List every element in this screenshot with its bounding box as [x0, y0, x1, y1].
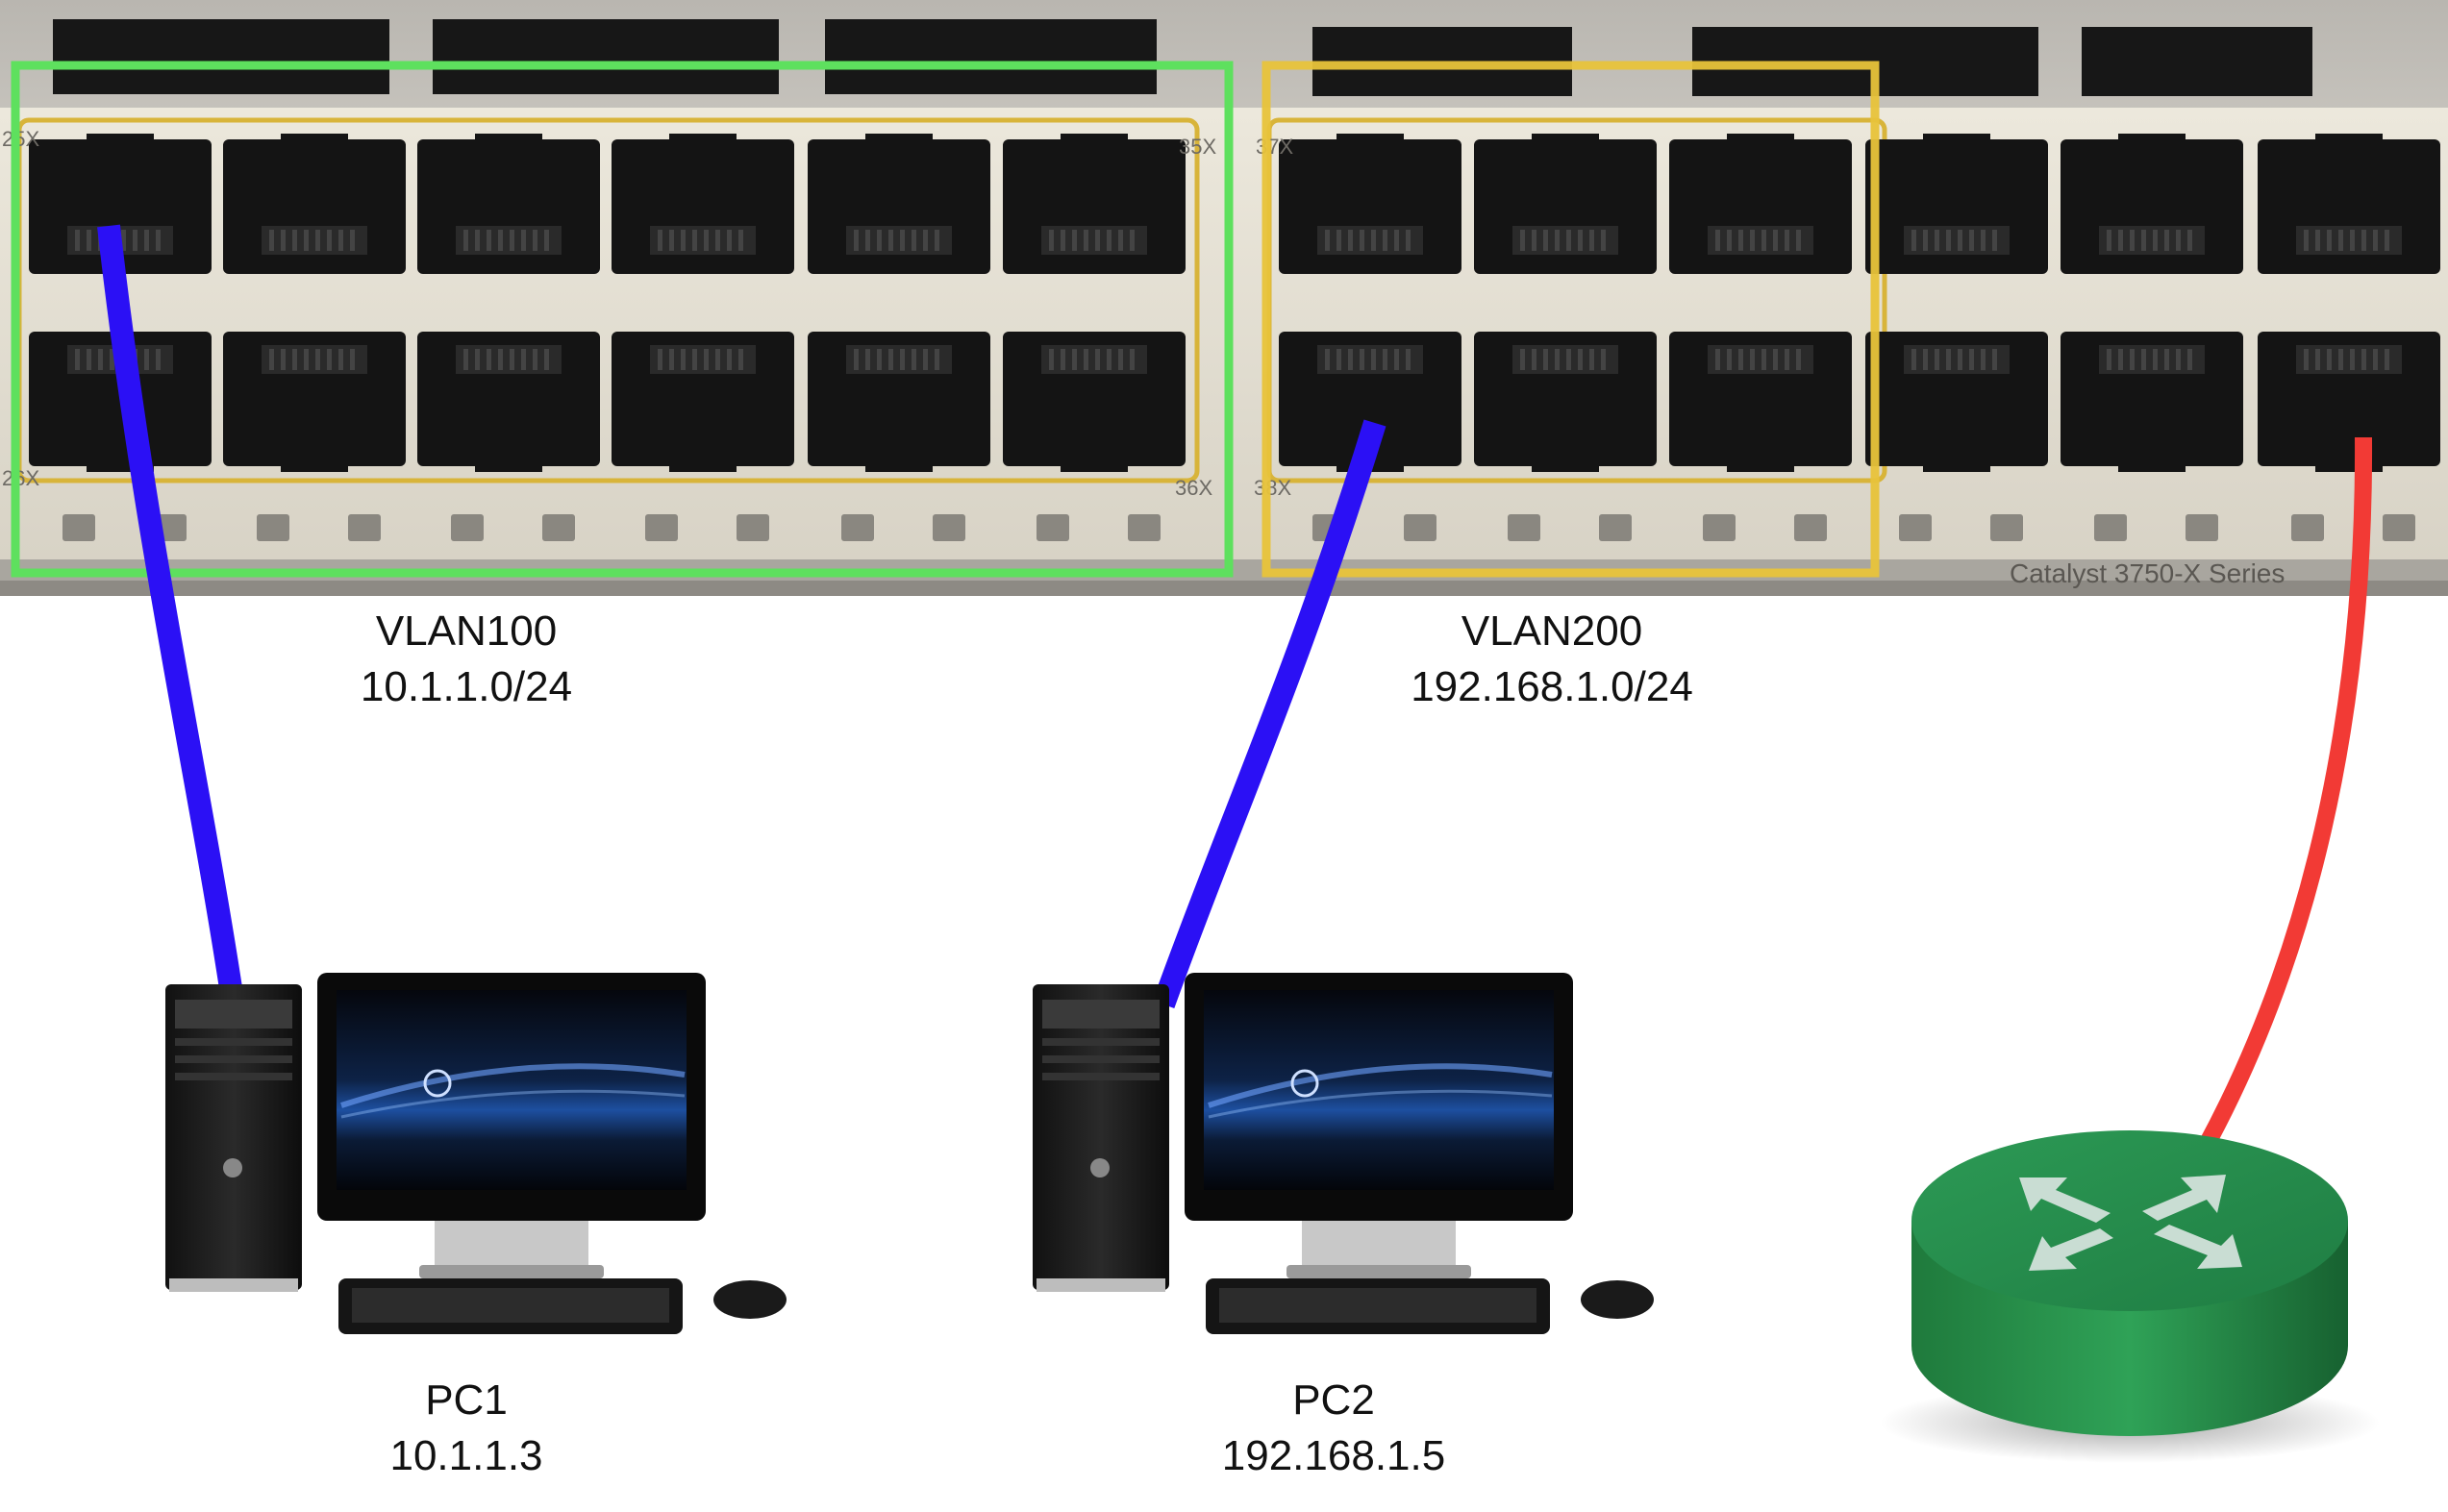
host-name: PC1: [425, 1376, 508, 1424]
ethernet-port: [1669, 134, 1852, 274]
switch-model-label: Catalyst 3750-X Series: [2010, 558, 2285, 588]
host-ip: 10.1.1.3: [389, 1432, 543, 1479]
pc2-access-cable: [1152, 419, 1386, 1009]
ethernet-port: [223, 332, 406, 472]
pc2-computer[interactable]: [1033, 973, 1654, 1334]
mouse-icon: [1581, 1280, 1654, 1319]
ethernet-port: [417, 332, 600, 472]
router-icon[interactable]: [1880, 1130, 2380, 1463]
router-trunk-cable: [2194, 436, 2373, 1158]
keyboard: [1206, 1278, 1550, 1334]
pc1-access-cable: [97, 224, 242, 990]
vlan200-highlight-box: [1261, 61, 1880, 578]
ethernet-port: [612, 332, 794, 472]
ethernet-port: [1003, 332, 1186, 472]
switch-ports: [29, 134, 2440, 472]
vlan-subnet: 192.168.1.0/24: [1411, 663, 1693, 710]
ethernet-port: [612, 134, 794, 274]
port-led: [1508, 514, 1540, 541]
host-name: PC2: [1292, 1376, 1375, 1424]
switch: 25X 35X 37X 26X 36X 38X Catalyst 3750-X …: [0, 0, 2448, 596]
hp-logo-icon: [1090, 1158, 1110, 1177]
ethernet-port: [1003, 134, 1186, 274]
port-tag: 26X: [2, 466, 39, 490]
port-tag: 37X: [1256, 135, 1293, 159]
host-ip: 192.168.1.5: [1221, 1432, 1446, 1479]
port-tag: 36X: [1175, 476, 1212, 500]
hp-logo-icon: [223, 1158, 242, 1177]
vlan-subnet: 10.1.1.0/24: [360, 663, 573, 710]
ethernet-port: [808, 332, 990, 472]
pc1-computer[interactable]: [165, 973, 787, 1334]
port-led: [348, 514, 381, 541]
ethernet-port: [1279, 134, 1461, 274]
ethernet-port: [1279, 332, 1461, 472]
pc2-label: PC2 192.168.1.5: [1084, 1373, 1584, 1484]
ethernet-port: [2061, 134, 2243, 274]
port-tag: 35X: [1179, 135, 1216, 159]
ethernet-port: [1865, 332, 2048, 472]
vlan-name: VLAN100: [375, 607, 558, 655]
port-led: [1128, 514, 1161, 541]
pc-tower: [1033, 984, 1169, 1292]
port-tag: 38X: [1254, 476, 1291, 500]
ethernet-port: [808, 134, 990, 274]
pc-monitor: [1185, 973, 1573, 1278]
port-led: [542, 514, 575, 541]
vlan100-label: VLAN100 10.1.1.0/24: [216, 604, 716, 715]
ethernet-port: [223, 134, 406, 274]
ethernet-port: [2258, 134, 2440, 274]
vlan100-highlight-box: [11, 61, 1234, 578]
pc1-label: PC1 10.1.1.3: [216, 1373, 716, 1484]
ethernet-port: [1865, 134, 2048, 274]
ethernet-port: [417, 134, 600, 274]
port-led: [62, 514, 95, 541]
hp-logo-icon: [1290, 1069, 1319, 1098]
port-led: [1794, 514, 1827, 541]
mouse-icon: [713, 1280, 787, 1319]
ethernet-port: [2061, 332, 2243, 472]
router-arrows-icon: [2019, 1175, 2242, 1271]
ethernet-port: [1669, 332, 1852, 472]
ethernet-port: [2258, 332, 2440, 472]
port-led: [2291, 514, 2324, 541]
port-led: [2383, 514, 2415, 541]
port-led: [645, 514, 678, 541]
port-led: [1404, 514, 1436, 541]
keyboard: [338, 1278, 683, 1334]
router-top: [1911, 1130, 2348, 1311]
port-led: [1899, 514, 1932, 541]
ethernet-port: [1474, 332, 1657, 472]
port-led: [2186, 514, 2218, 541]
port-led: [1990, 514, 2023, 541]
port-led: [841, 514, 874, 541]
vlan-name: VLAN200: [1461, 607, 1643, 655]
pc-tower: [165, 984, 302, 1292]
vlan200-label: VLAN200 192.168.1.0/24: [1302, 604, 1802, 715]
port-led: [2094, 514, 2127, 541]
port-led: [451, 514, 484, 541]
port-led: [1703, 514, 1736, 541]
port-led: [737, 514, 769, 541]
hp-logo-icon: [423, 1069, 452, 1098]
port-led: [1599, 514, 1632, 541]
pc-monitor: [317, 973, 706, 1278]
port-led: [257, 514, 289, 541]
port-led: [933, 514, 965, 541]
ethernet-port: [1474, 134, 1657, 274]
port-led: [1037, 514, 1069, 541]
port-tag: 25X: [2, 127, 39, 151]
